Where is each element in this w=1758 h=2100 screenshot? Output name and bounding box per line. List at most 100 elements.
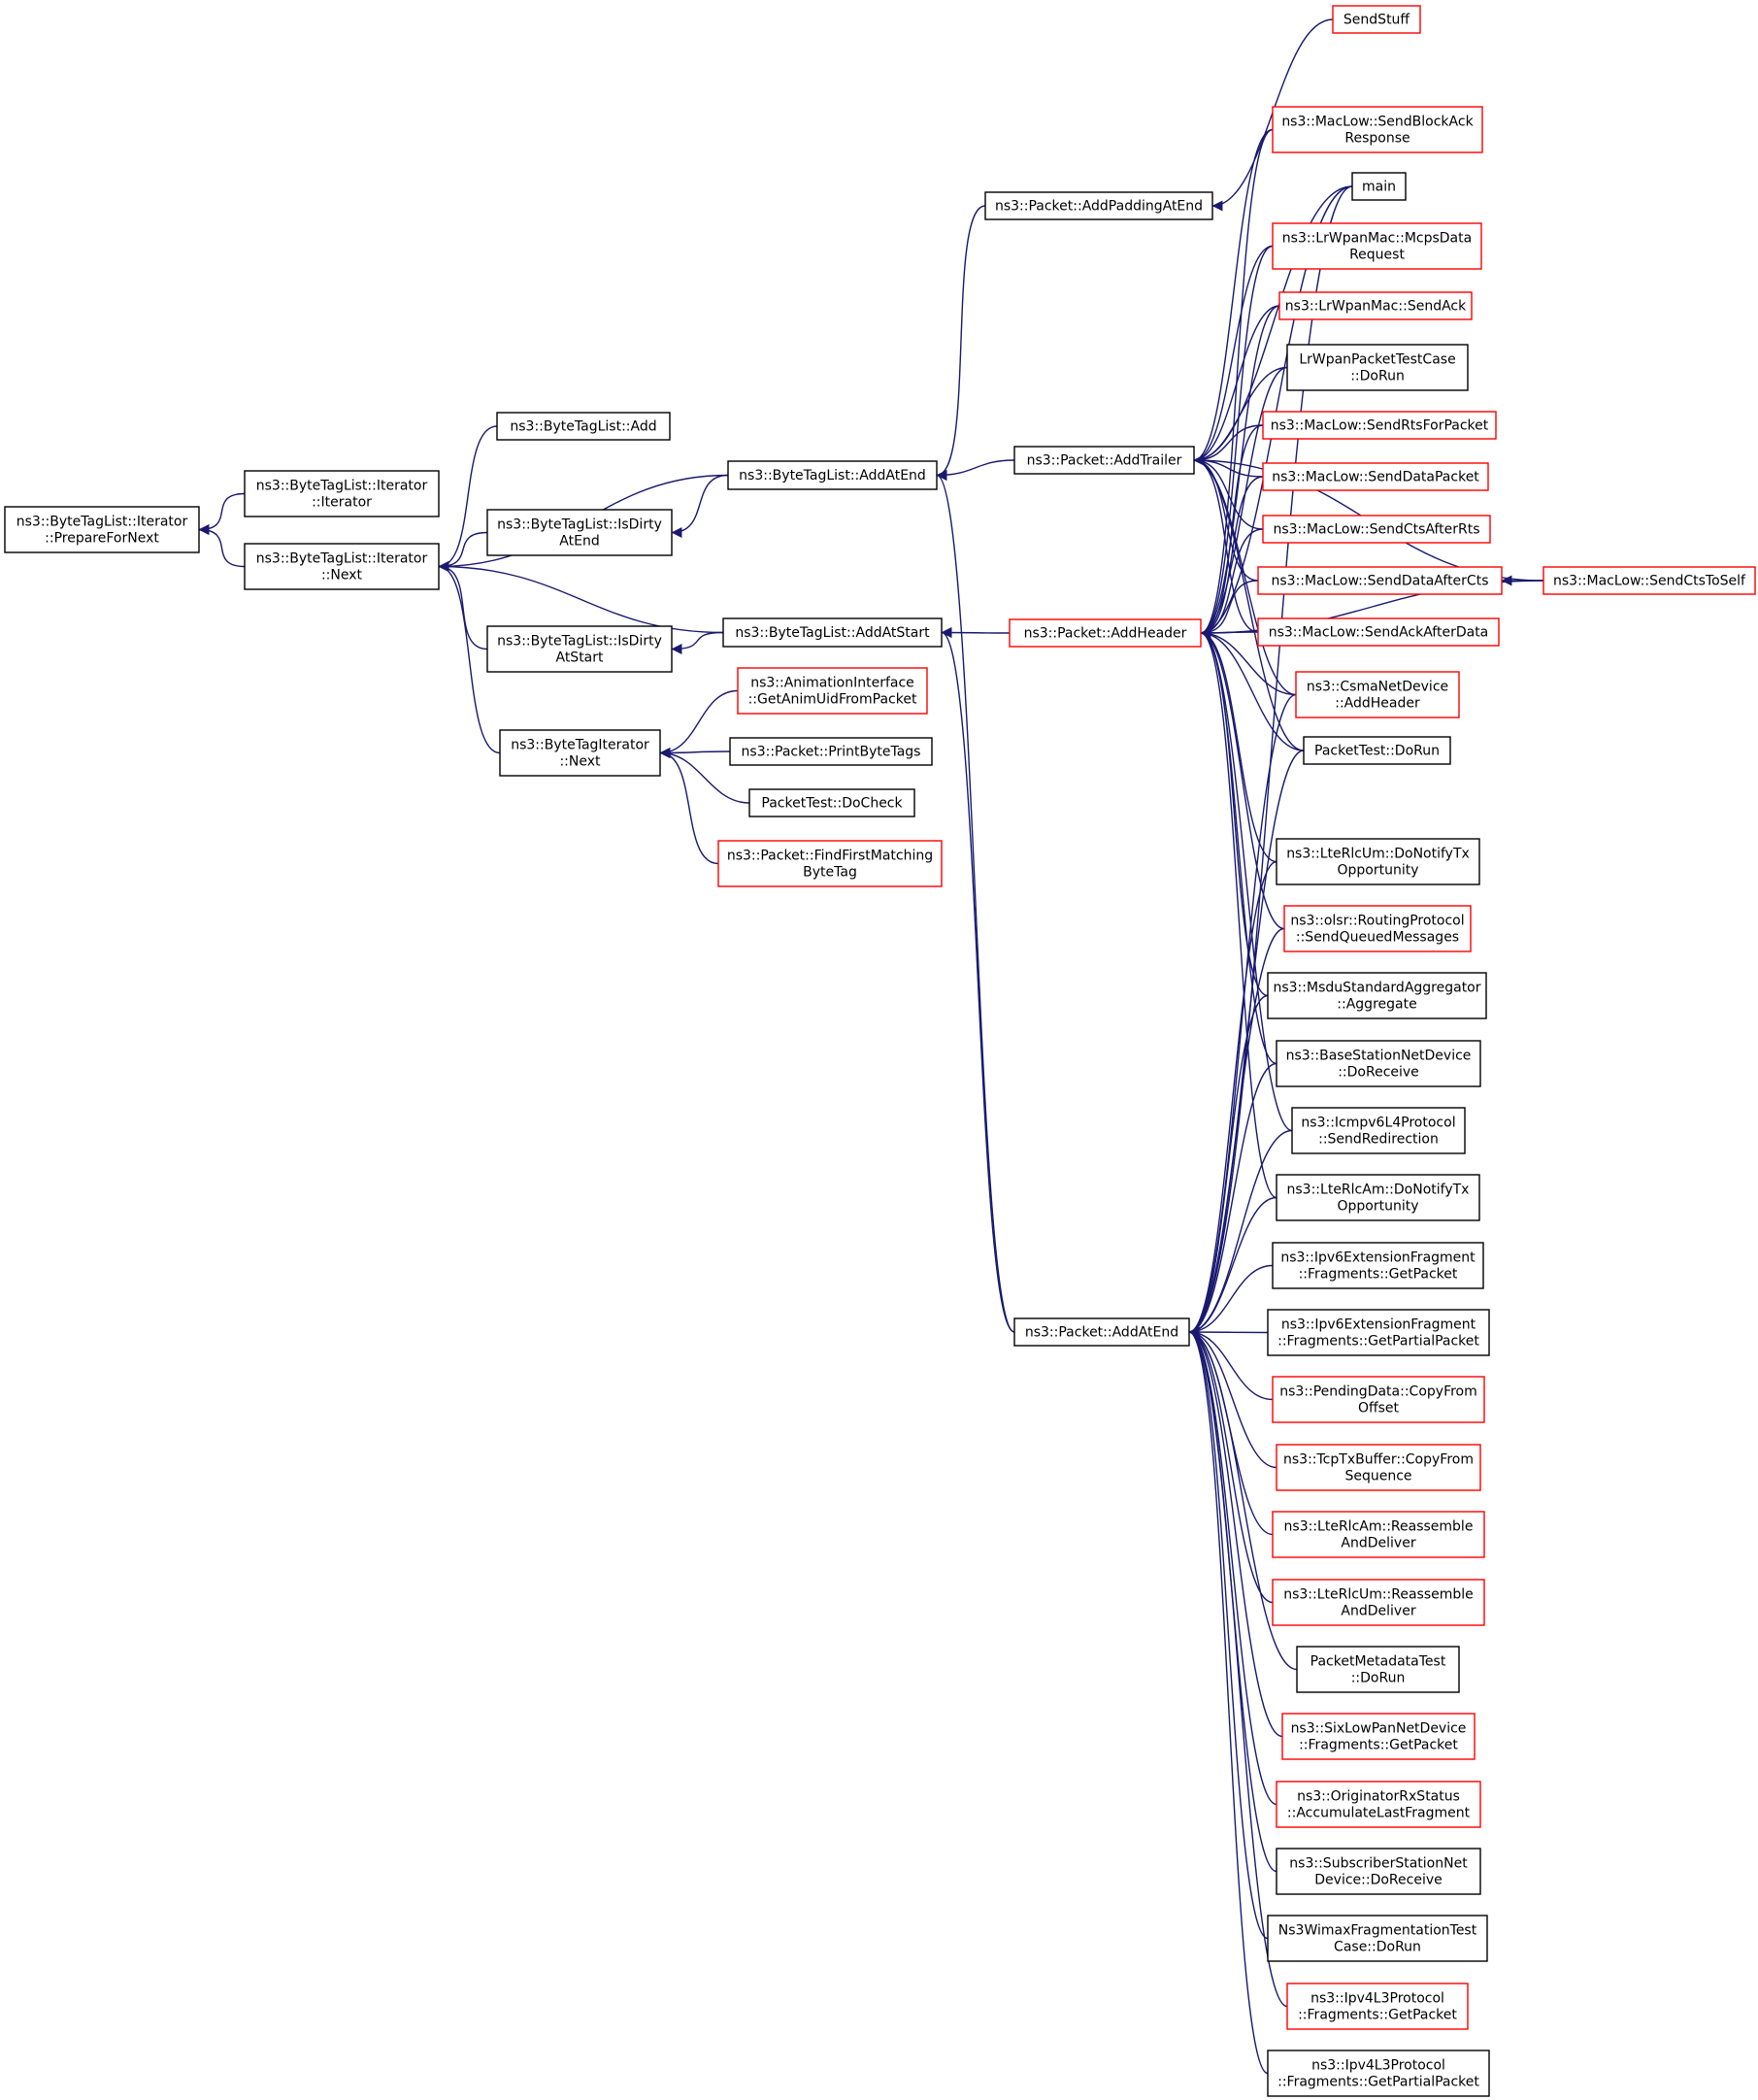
node-n25[interactable]: ns3::MacLow::SendCtsAfterRts <box>1262 515 1491 544</box>
node-n27[interactable]: ns3::MacLow::SendAckAfterData <box>1257 617 1500 647</box>
node-n22[interactable]: LrWpanPacketTestCase::DoRun <box>1286 344 1469 391</box>
node-label: ns3::MacLow::SendCtsToSelf <box>1553 574 1746 589</box>
node-box <box>748 788 915 817</box>
node-box <box>1276 1174 1480 1221</box>
node-label: ns3::Packet::AddHeader <box>1024 626 1187 642</box>
node-n32[interactable]: ns3::olsr::RoutingProtocol::SendQueuedMe… <box>1283 905 1472 952</box>
node-label: ns3::Packet::PrintByteTags <box>742 745 921 760</box>
node-label: ::Fragments::GetPartialPacket <box>1277 2075 1479 2090</box>
edge-n20-to-n15 <box>1200 245 1274 639</box>
node-box <box>1286 344 1469 391</box>
edge-n1-to-n0 <box>198 492 246 535</box>
node-label: ::Aggregate <box>1337 997 1416 1013</box>
node-box <box>1291 1107 1466 1154</box>
node-n28[interactable]: ns3::CsmaNetDevice::AddHeader <box>1295 671 1460 718</box>
node-label: ::DoRun <box>1351 1671 1406 1686</box>
node-label: ns3::ByteTagList::Iterator <box>256 551 428 567</box>
node-box <box>1276 1848 1481 1895</box>
node-n35[interactable]: ns3::Icmpv6L4Protocol::SendRedirection <box>1291 1107 1466 1154</box>
node-n9[interactable]: ns3::AnimationInterface::GetAnimUidFromP… <box>737 667 928 715</box>
node-n19[interactable]: main <box>1351 172 1407 201</box>
node-n30[interactable]: ns3::MacLow::SendCtsToSelf <box>1542 566 1756 595</box>
node-n46[interactable]: ns3::SubscriberStationNetDevice::DoRecei… <box>1276 1848 1481 1895</box>
node-label: Offset <box>1358 1401 1400 1417</box>
edge-n35-to-n16 <box>1188 1129 1293 1338</box>
node-n15[interactable]: ns3::Packet::AddHeader <box>1009 618 1202 648</box>
node-label: ::PrepareForNext <box>45 531 159 547</box>
node-n38[interactable]: ns3::Ipv6ExtensionFragment::Fragments::G… <box>1267 1309 1490 1356</box>
node-label: ns3::MacLow::SendDataPacket <box>1272 470 1479 485</box>
node-n16[interactable]: ns3::Packet::AddAtEnd <box>1013 1317 1190 1347</box>
node-n23[interactable]: ns3::MacLow::SendRtsForPacket <box>1262 411 1497 440</box>
edge-n23-to-n15 <box>1200 424 1264 639</box>
node-box <box>1296 1646 1460 1693</box>
node-box <box>1013 446 1195 475</box>
edge-n29-to-n14 <box>1193 454 1305 751</box>
edge-n44-to-n16 <box>1188 1326 1283 1738</box>
node-label: ns3::MacLow::SendAckAfterData <box>1269 625 1489 641</box>
node-n0[interactable]: ns3::ByteTagList::Iterator::PrepareForNe… <box>4 506 200 553</box>
edge-n12-to-n6 <box>659 748 719 865</box>
node-label: ::Fragments::GetPacket <box>1299 1738 1458 1753</box>
node-box <box>1262 462 1489 491</box>
node-n8[interactable]: ns3::ByteTagList::AddAtStart <box>722 617 943 648</box>
node-n1[interactable]: ns3::ByteTagList::Iterator::Iterator <box>244 470 440 517</box>
edge-n19-to-n15 <box>1200 185 1353 639</box>
node-label: ns3::MacLow::SendRtsForPacket <box>1271 418 1489 434</box>
node-n48[interactable]: ns3::Ipv4L3Protocol::Fragments::GetPacke… <box>1286 1983 1469 2030</box>
node-n17[interactable]: SendStuff <box>1332 5 1421 34</box>
node-n26[interactable]: ns3::MacLow::SendDataAfterCts <box>1257 566 1503 595</box>
node-n21[interactable]: ns3::LrWpanMac::SendAck <box>1278 291 1473 320</box>
edge-n18-to-n15 <box>1200 128 1274 639</box>
node-n7[interactable]: ns3::ByteTagList::AddAtEnd <box>727 460 938 490</box>
node-label: Opportunity <box>1337 863 1418 879</box>
node-n3[interactable]: ns3::ByteTagList::Add <box>496 412 671 441</box>
edge-n5-to-n2 <box>438 561 488 650</box>
node-n44[interactable]: ns3::SixLowPanNetDevice::Fragments::GetP… <box>1281 1713 1476 1760</box>
node-box <box>729 737 933 766</box>
edge-n13-to-n7 <box>936 205 986 481</box>
node-label: ::Fragments::GetPacket <box>1299 1267 1458 1283</box>
node-n24[interactable]: ns3::MacLow::SendDataPacket <box>1262 462 1489 491</box>
node-box <box>496 412 671 441</box>
node-label: ns3::LteRlcAm::Reassemble <box>1284 1519 1474 1535</box>
node-label: ns3::ByteTagList::AddAtStart <box>735 625 930 641</box>
node-label: ns3::ByteTagList::AddAtEnd <box>739 468 926 483</box>
edge-n16-to-n7 <box>936 470 1015 1333</box>
node-n34[interactable]: ns3::BaseStationNetDevice::DoReceive <box>1276 1040 1481 1087</box>
node-n10[interactable]: ns3::Packet::PrintByteTags <box>729 737 933 766</box>
node-label: ::AddHeader <box>1335 696 1420 712</box>
edge-n26-to-n15 <box>1200 580 1259 639</box>
node-n33[interactable]: ns3::MsduStandardAggregator::Aggregate <box>1267 972 1487 1019</box>
node-n14[interactable]: ns3::Packet::AddTrailer <box>1013 446 1195 475</box>
node-n13[interactable]: ns3::Packet::AddPaddingAtEnd <box>984 191 1213 220</box>
edge-n28-to-n16 <box>1188 693 1297 1338</box>
node-n2[interactable]: ns3::ByteTagList::Iterator::Next <box>244 543 440 590</box>
edge-n37-to-n16 <box>1188 1264 1274 1338</box>
node-label: AtEnd <box>559 534 599 550</box>
node-box <box>1267 972 1487 1019</box>
node-n29[interactable]: PacketTest::DoRun <box>1303 736 1451 765</box>
node-label: ns3::LteRlcAm::DoNotifyTx <box>1287 1183 1470 1198</box>
node-n49[interactable]: ns3::Ipv4L3Protocol::Fragments::GetParti… <box>1267 2050 1490 2097</box>
node-n6[interactable]: ns3::ByteTagIterator::Next <box>499 729 661 777</box>
node-n11[interactable]: PacketTest::DoCheck <box>748 788 915 817</box>
node-n45[interactable]: ns3::OriginatorRxStatus::AccumulateLastF… <box>1276 1781 1481 1828</box>
node-n43[interactable]: PacketMetadataTest::DoRun <box>1296 1646 1460 1693</box>
edge-n6-to-n2 <box>438 561 501 754</box>
node-n37[interactable]: ns3::Ipv6ExtensionFragment::Fragments::G… <box>1272 1242 1484 1289</box>
edge-n10-to-n6 <box>659 747 731 758</box>
node-box <box>1276 1781 1481 1828</box>
